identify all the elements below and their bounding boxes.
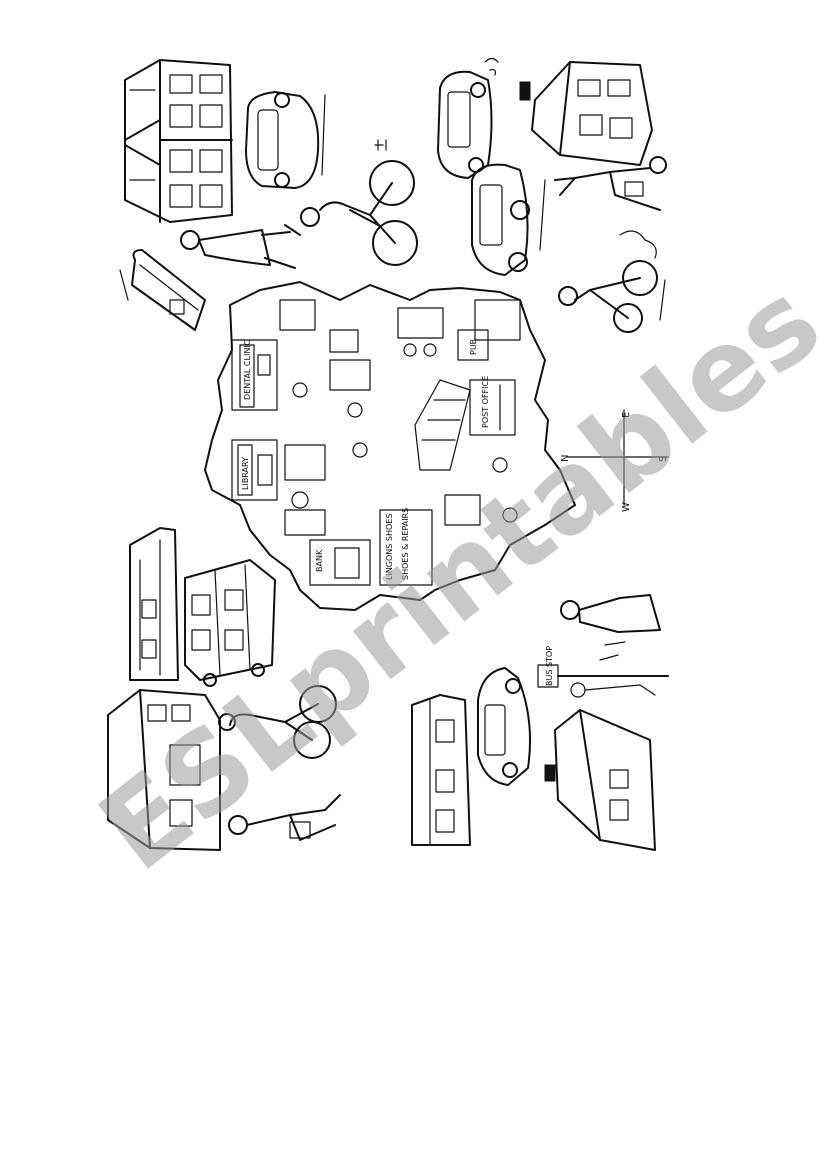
town-map: DENTAL CLINIC LIBRARY BANK LINGONS SHOES… — [204, 281, 576, 611]
watermark-text: ESLprintables.com — [77, 70, 821, 896]
shoe-shop-sublabel: SHOES & REPAIRS — [401, 508, 410, 580]
house-bottomleft — [107, 689, 221, 851]
house-bottomright — [544, 709, 656, 851]
woman-bottomright — [560, 594, 661, 661]
train-bottomleft — [129, 527, 179, 681]
post-office-label: POST OFFICE — [481, 376, 490, 428]
cyclist-top — [300, 139, 418, 266]
postman-walking — [228, 794, 341, 841]
pub-label: PUB — [469, 339, 478, 355]
compass-rose: N S E W — [560, 409, 669, 512]
man-walking-topright — [554, 156, 667, 211]
house-topright — [519, 61, 653, 166]
pub-building: PUB — [457, 329, 489, 361]
double-decker-bus — [184, 559, 276, 687]
motorcycle — [558, 230, 666, 333]
train-topleft — [119, 249, 206, 331]
compass-west-label: W — [621, 502, 632, 512]
library-building: LIBRARY — [231, 439, 278, 501]
car-top — [245, 91, 326, 189]
car-bottomright — [477, 667, 532, 786]
bank-building: BANK — [309, 539, 371, 586]
train-bottomright — [411, 694, 471, 846]
car-right — [471, 163, 546, 276]
bank-label: BANK — [315, 549, 324, 572]
cyclist-bottom — [218, 685, 337, 759]
compass-north-label: N — [560, 455, 571, 462]
compass-south-label: S — [658, 456, 669, 462]
bus-stop-sign: BUS STOP — [537, 646, 669, 698]
compass-east-label: E — [621, 412, 632, 418]
library-label: LIBRARY — [241, 457, 250, 490]
steps-building — [414, 379, 471, 471]
dental-clinic-building: DENTAL CLINIC — [231, 339, 278, 411]
map-scene-sketches — [279, 299, 521, 536]
shoe-shop-label: LINGONS SHOES — [385, 514, 394, 580]
shoe-shop-building: LINGONS SHOES SHOES & REPAIRS — [379, 508, 433, 586]
terraced-houses — [124, 59, 233, 223]
taxi-top — [437, 57, 499, 179]
post-office-building: POST OFFICE — [469, 376, 516, 436]
dental-clinic-label: DENTAL CLINIC — [243, 339, 252, 400]
bus-stop-label: BUS STOP — [545, 646, 554, 686]
woman-walking — [180, 224, 301, 269]
